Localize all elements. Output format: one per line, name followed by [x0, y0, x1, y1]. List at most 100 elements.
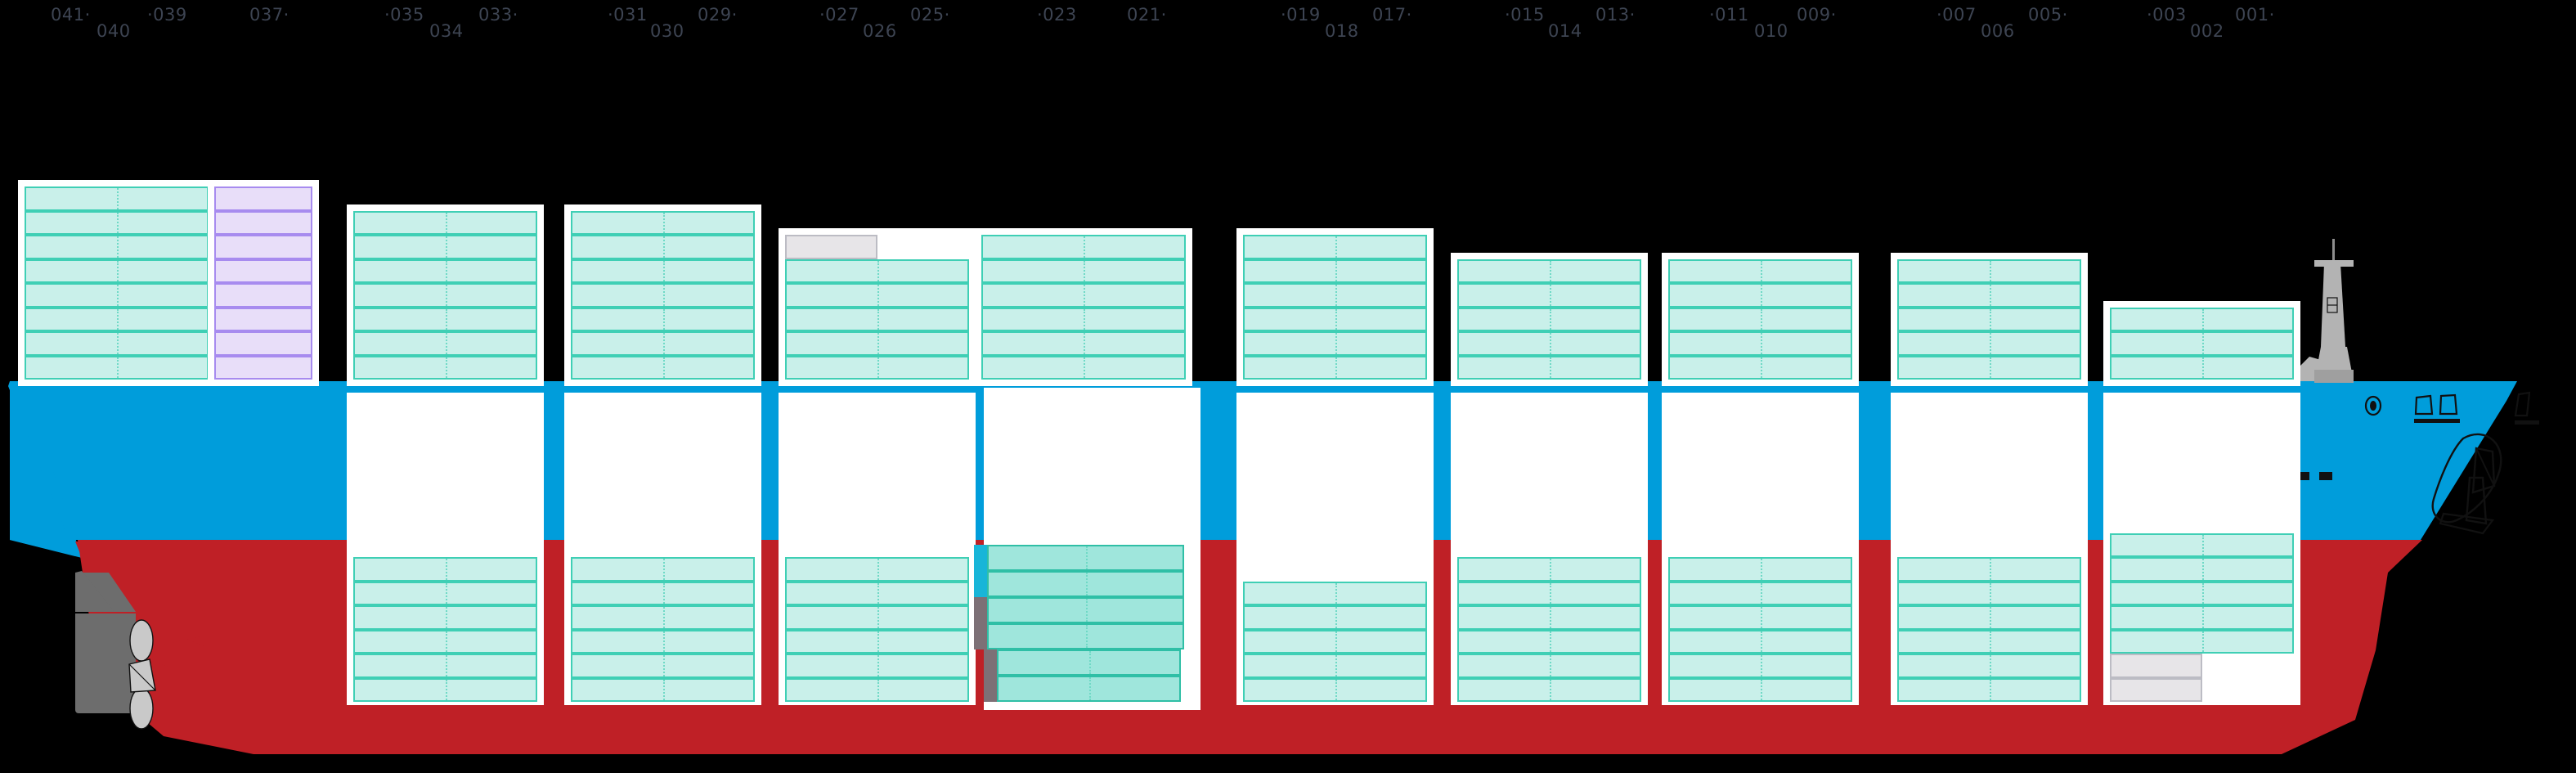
- container-hold-010-tier3[interactable]: [1668, 629, 1852, 654]
- container-hold-002-tier6[interactable]: [2110, 557, 2294, 582]
- container-hold-034-tier6[interactable]: [353, 557, 537, 582]
- container-hold-002-tier7[interactable]: [2110, 533, 2294, 557]
- container-hold-022-tier6-accent[interactable]: [974, 545, 989, 571]
- container-deck-022-tier6[interactable]: [981, 235, 1186, 259]
- container-deck-002-tier3[interactable]: [2110, 307, 2294, 331]
- container-deck-034-tier4[interactable]: [353, 283, 537, 308]
- container-deck-006-tier2[interactable]: [1897, 331, 2081, 356]
- container-deck-022-tier1[interactable]: [981, 355, 1186, 380]
- container-deck-014-tier3[interactable]: [1457, 307, 1641, 331]
- container-deck-040-tier3[interactable]: [25, 307, 209, 331]
- container-deck-030-tier3[interactable]: [571, 307, 755, 331]
- container-deck-039-tier7[interactable]: [214, 210, 312, 235]
- container-hold-022-tier3[interactable]: [987, 623, 1184, 649]
- container-hold-018-tier5[interactable]: [1243, 581, 1427, 605]
- container-hold-018-tier1[interactable]: [1243, 677, 1427, 702]
- container-hold-022-tier4-accent[interactable]: [974, 597, 989, 623]
- container-hold-010-tier6[interactable]: [1668, 557, 1852, 582]
- container-deck-040-tier6[interactable]: [25, 235, 209, 259]
- container-hold-022-tier1-accent[interactable]: [984, 676, 999, 702]
- container-deck-039-tier1[interactable]: [214, 355, 312, 380]
- container-deck-039-tier2[interactable]: [214, 331, 312, 356]
- container-deck-018-tier4[interactable]: [1243, 283, 1427, 308]
- container-deck-022-tier3[interactable]: [981, 307, 1186, 331]
- container-deck-040-tier5[interactable]: [25, 258, 209, 283]
- container-hold-034-tier2[interactable]: [353, 654, 537, 678]
- container-deck-034-tier3[interactable]: [353, 307, 537, 331]
- container-deck-030-tier5[interactable]: [571, 258, 755, 283]
- container-deck-022-tier5[interactable]: [981, 258, 1186, 283]
- container-deck-039-tier3[interactable]: [214, 307, 312, 331]
- container-hold-010-tier5[interactable]: [1668, 581, 1852, 605]
- container-deck-034-tier1[interactable]: [353, 355, 537, 380]
- container-hold-022-tier5[interactable]: [987, 571, 1184, 597]
- container-deck-018-tier2[interactable]: [1243, 331, 1427, 356]
- container-deck-040-tier2[interactable]: [25, 331, 209, 356]
- container-deck-026-tier2[interactable]: [785, 331, 969, 356]
- container-hold-022-tier6[interactable]: [987, 545, 1184, 571]
- container-hold-034-tier1[interactable]: [353, 677, 537, 702]
- container-hold-022-tier3-accent[interactable]: [974, 623, 989, 649]
- container-hold-006-tier2[interactable]: [1897, 654, 2081, 678]
- container-hold-006-tier1[interactable]: [1897, 677, 2081, 702]
- container-deck-010-tier5[interactable]: [1668, 258, 1852, 283]
- container-hold-010-tier1[interactable]: [1668, 677, 1852, 702]
- container-deck-018-tier1[interactable]: [1243, 355, 1427, 380]
- container-hold-002-tier1-20ft[interactable]: [2110, 677, 2202, 702]
- container-hold-002-tier4[interactable]: [2110, 605, 2294, 630]
- container-hold-022-tier5-accent[interactable]: [974, 571, 989, 597]
- container-deck-010-tier1[interactable]: [1668, 355, 1852, 380]
- container-hold-018-tier4[interactable]: [1243, 605, 1427, 630]
- container-hold-026-tier6[interactable]: [785, 557, 969, 582]
- container-deck-006-tier5[interactable]: [1897, 258, 2081, 283]
- container-hold-006-tier6[interactable]: [1897, 557, 2081, 582]
- container-deck-006-tier3[interactable]: [1897, 307, 2081, 331]
- container-deck-034-tier5[interactable]: [353, 258, 537, 283]
- container-deck-026-tier4[interactable]: [785, 283, 969, 308]
- container-hold-030-tier5[interactable]: [571, 581, 755, 605]
- container-hold-010-tier4[interactable]: [1668, 605, 1852, 630]
- container-deck-006-tier4[interactable]: [1897, 283, 2081, 308]
- container-hold-026-tier4[interactable]: [785, 605, 969, 630]
- container-deck-018-tier5[interactable]: [1243, 258, 1427, 283]
- container-hold-030-tier3[interactable]: [571, 629, 755, 654]
- container-hold-014-tier5[interactable]: [1457, 581, 1641, 605]
- container-hold-006-tier5[interactable]: [1897, 581, 2081, 605]
- container-deck-026-tier6-20ft[interactable]: [785, 235, 877, 259]
- container-hold-010-tier2[interactable]: [1668, 654, 1852, 678]
- container-deck-014-tier5[interactable]: [1457, 258, 1641, 283]
- container-deck-030-tier7[interactable]: [571, 210, 755, 235]
- container-hold-034-tier3[interactable]: [353, 629, 537, 654]
- container-hold-006-tier3[interactable]: [1897, 629, 2081, 654]
- container-hold-014-tier1[interactable]: [1457, 677, 1641, 702]
- container-hold-026-tier1[interactable]: [785, 677, 969, 702]
- container-deck-030-tier1[interactable]: [571, 355, 755, 380]
- container-hold-014-tier2[interactable]: [1457, 654, 1641, 678]
- container-hold-034-tier4[interactable]: [353, 605, 537, 630]
- container-deck-018-tier6[interactable]: [1243, 235, 1427, 259]
- container-deck-030-tier2[interactable]: [571, 331, 755, 356]
- container-hold-022-tier4[interactable]: [987, 597, 1184, 623]
- container-deck-039-tier4[interactable]: [214, 283, 312, 308]
- container-deck-006-tier1[interactable]: [1897, 355, 2081, 380]
- container-deck-002-tier2[interactable]: [2110, 331, 2294, 356]
- container-hold-014-tier3[interactable]: [1457, 629, 1641, 654]
- container-hold-006-tier4[interactable]: [1897, 605, 2081, 630]
- container-hold-026-tier3[interactable]: [785, 629, 969, 654]
- container-deck-002-tier1[interactable]: [2110, 355, 2294, 380]
- container-hold-002-tier5[interactable]: [2110, 581, 2294, 605]
- container-hold-018-tier2[interactable]: [1243, 654, 1427, 678]
- container-hold-018-tier3[interactable]: [1243, 629, 1427, 654]
- container-hold-026-tier5[interactable]: [785, 581, 969, 605]
- container-deck-039-tier5[interactable]: [214, 258, 312, 283]
- container-deck-022-tier4[interactable]: [981, 283, 1186, 308]
- container-deck-040-tier7[interactable]: [25, 210, 209, 235]
- container-hold-022-tier2-accent[interactable]: [984, 649, 999, 676]
- container-deck-034-tier6[interactable]: [353, 235, 537, 259]
- container-deck-018-tier3[interactable]: [1243, 307, 1427, 331]
- container-hold-014-tier4[interactable]: [1457, 605, 1641, 630]
- container-deck-014-tier4[interactable]: [1457, 283, 1641, 308]
- container-hold-022-tier1[interactable]: [997, 676, 1181, 702]
- container-deck-010-tier3[interactable]: [1668, 307, 1852, 331]
- container-deck-014-tier2[interactable]: [1457, 331, 1641, 356]
